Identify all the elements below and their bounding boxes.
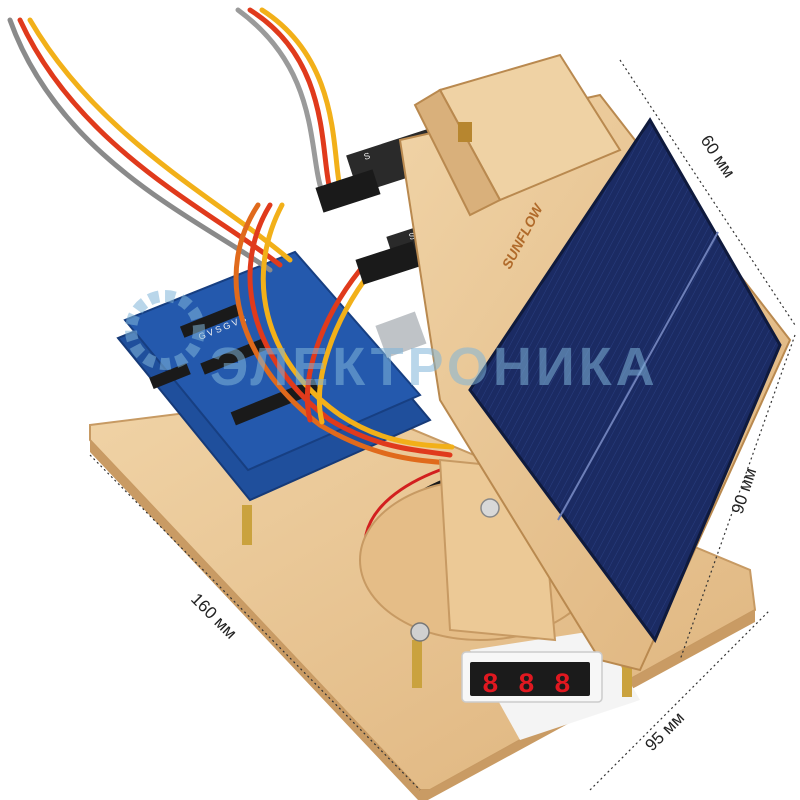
standoff-right bbox=[622, 655, 632, 697]
svg-text:ЭЛЕКТРОНИКА: ЭЛЕКТРОНИКА bbox=[210, 337, 659, 397]
gear-icon bbox=[125, 290, 205, 370]
sensor-pin-label-bottom: S bbox=[408, 231, 417, 242]
screw bbox=[480, 498, 500, 518]
voltmeter-display: 8 8 8 bbox=[461, 651, 603, 703]
sensor-housing-side bbox=[413, 88, 502, 217]
watermark: ЭЛЕКТРОНИКА bbox=[125, 290, 659, 397]
standoff-left bbox=[412, 640, 422, 688]
sensor-pin-label-top: S bbox=[363, 151, 372, 162]
display-digit-1: 8 bbox=[482, 670, 499, 701]
standoff-back bbox=[242, 505, 252, 545]
dimension-lines bbox=[89, 59, 796, 791]
usb-port bbox=[375, 311, 427, 358]
photoresistor bbox=[458, 122, 472, 142]
solar-panel bbox=[468, 117, 782, 644]
display-digit-3: 8 bbox=[554, 670, 571, 701]
solar-panel-divider bbox=[557, 231, 719, 521]
display-digit-2: 8 bbox=[518, 670, 535, 701]
dimension-label-right: 90 мм bbox=[728, 466, 761, 517]
ribbon-cables bbox=[7, 7, 455, 466]
dimension-label-top: 60 мм bbox=[697, 132, 739, 182]
bolt bbox=[410, 622, 430, 642]
